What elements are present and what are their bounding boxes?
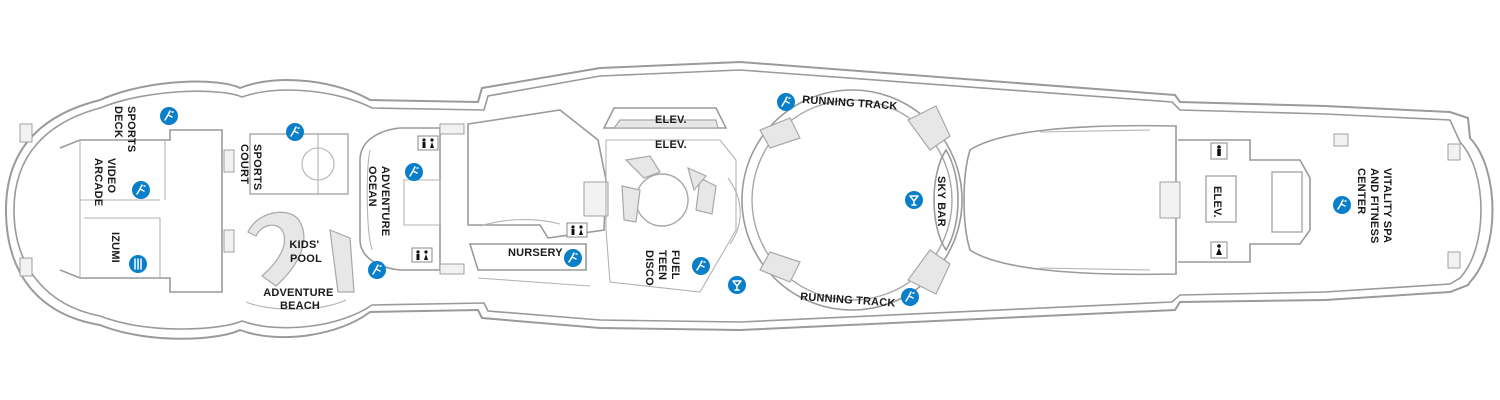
activity-icon[interactable]	[777, 93, 795, 111]
restroom-icon	[566, 222, 588, 238]
bar-icon[interactable]	[728, 276, 746, 294]
fuel-teen-disco-label: FUEL TEEN DISCO	[643, 250, 681, 286]
running-track-section	[741, 89, 963, 311]
activity-icon[interactable]	[405, 163, 423, 181]
nursery-label: NURSERY	[508, 247, 563, 259]
restroom-icon	[1210, 241, 1228, 259]
elev-label-2: ELEV.	[655, 139, 687, 151]
izumi-label: IZUMI	[109, 232, 121, 263]
forward-section	[963, 124, 1461, 276]
bar-icon[interactable]	[905, 191, 923, 209]
sky-bar-label: SKY BAR	[935, 176, 947, 227]
activity-icon[interactable]	[1333, 196, 1351, 214]
restroom-icon	[1210, 142, 1228, 160]
midship-section	[602, 107, 741, 293]
kids-pool-label: KIDS' POOL	[289, 239, 322, 265]
sports-deck-label: SPORTS DECK	[112, 106, 137, 156]
sports-court-label: SPORTS COURT	[238, 144, 263, 194]
ship-hull	[4, 60, 1494, 340]
activity-icon[interactable]	[132, 181, 150, 199]
adventure-ocean-label: ADVENTURE OCEAN	[366, 166, 391, 240]
vitality-spa-label: VITALITY SPA AND FITNESS CENTER	[1355, 168, 1393, 247]
aft-section	[19, 123, 355, 310]
restroom-icon	[411, 247, 433, 263]
mid-aft-section	[359, 109, 609, 287]
activity-icon[interactable]	[901, 288, 919, 306]
activity-icon[interactable]	[564, 249, 582, 267]
activity-icon[interactable]	[368, 261, 386, 279]
activity-icon[interactable]	[286, 123, 304, 141]
restroom-icon	[417, 135, 439, 151]
elev-label-3: ELEV.	[1211, 186, 1223, 218]
elev-label-1: ELEV.	[655, 114, 687, 126]
video-arcade-label: VIDEO ARCADE	[92, 158, 117, 206]
map-icons	[129, 93, 1351, 306]
activity-icon[interactable]	[692, 257, 710, 275]
adventure-beach-label: ADVENTURE BEACH	[263, 287, 337, 312]
activity-icon[interactable]	[160, 107, 178, 125]
dining-icon[interactable]	[129, 255, 147, 273]
